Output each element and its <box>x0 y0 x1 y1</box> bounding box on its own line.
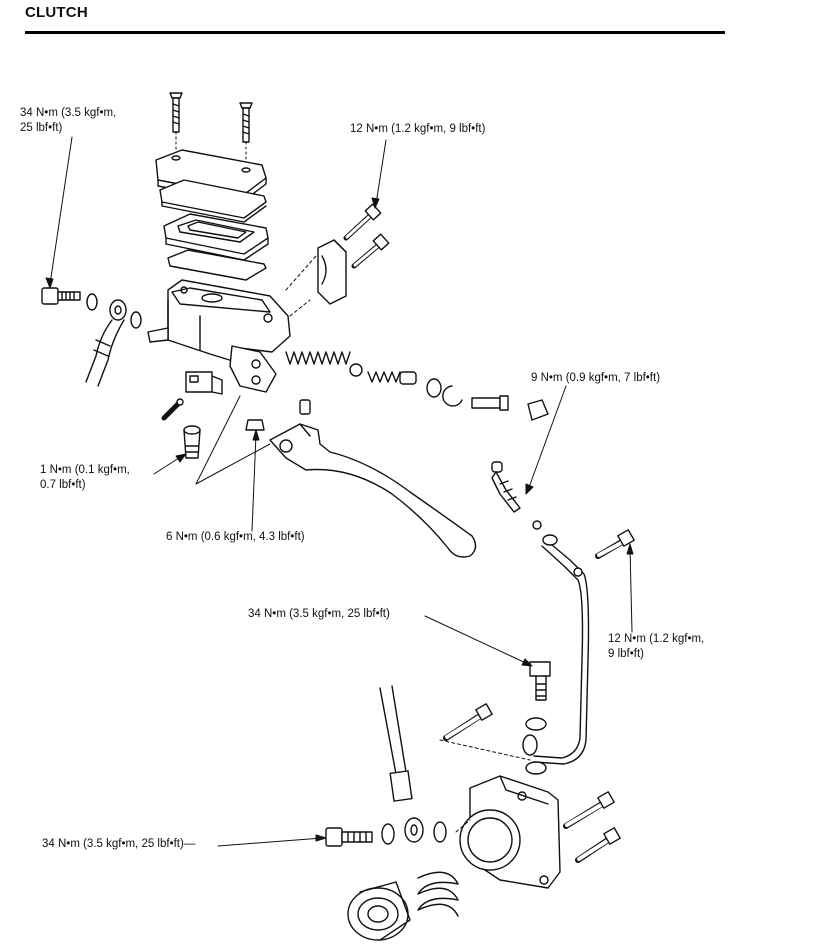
torque-label-bleed-valve: 9 N•m (0.9 kgf•m, 7 lbf•ft) <box>531 372 661 384</box>
piston-cup <box>349 363 363 377</box>
sealing-washer <box>525 761 547 775</box>
slave-mount-bolt <box>575 827 621 863</box>
sealing-washer <box>525 717 547 731</box>
handlebar-holder <box>317 239 347 305</box>
bleed-valve <box>491 461 521 513</box>
clutch-pipe <box>522 534 590 765</box>
torque-label-banjo-upper: 34 N•m (3.5 kgf•m, 25 lbf•ft) <box>20 106 116 136</box>
diaphragm-plate <box>159 179 267 223</box>
lever-pivot-bolt <box>183 425 201 459</box>
torque-label-pivot-nut: 6 N•m (0.6 kgf•m, 4.3 lbf•ft) <box>166 531 305 543</box>
snap-ring <box>442 385 463 407</box>
cover-screw <box>169 92 183 133</box>
page-title: CLUTCH <box>25 4 88 21</box>
sealing-washer <box>130 311 142 329</box>
torque-label-banjo-lower: 34 N•m (3.5 kgf•m, 25 lbf•ft)— <box>42 838 196 850</box>
slave-cylinder <box>459 775 561 889</box>
pipe-bolt <box>595 529 635 559</box>
slave-piston <box>347 881 411 941</box>
master-cylinder <box>147 279 291 393</box>
lever-pivot-nut <box>245 419 265 431</box>
torque-label-line: 9 lbf•ft) <box>608 648 644 660</box>
sealing-washer <box>381 823 395 845</box>
push-rod <box>471 395 509 411</box>
valve-washer <box>532 520 542 530</box>
switch-screw <box>161 398 184 421</box>
torque-label-line: 0.7 lbf•ft) <box>40 479 86 491</box>
slave-spring <box>417 871 459 917</box>
clutch-lever <box>269 423 477 558</box>
sealing-washer <box>433 821 447 843</box>
slave-mount-bolt <box>443 703 493 741</box>
torque-label-pivot-bolt: 1 N•m (0.1 kgf•m, 0.7 lbf•ft) <box>40 463 130 493</box>
dust-boot <box>527 399 549 421</box>
gasket <box>167 249 267 281</box>
torque-label-line: 12 N•m (1.2 kgf•m, <box>608 633 705 645</box>
torque-label-line: 1 N•m (0.1 kgf•m, <box>40 464 130 476</box>
banjo-bolt-slave <box>529 661 551 701</box>
cover-screw <box>239 102 253 143</box>
return-spring <box>285 351 351 365</box>
torque-label-banjo-slave: 34 N•m (3.5 kgf•m, 25 lbf•ft) <box>248 608 390 620</box>
leader-lines <box>45 136 634 847</box>
piston-washer <box>426 378 442 398</box>
brake-hose-upper <box>85 299 127 387</box>
brake-hose-lower <box>379 685 424 843</box>
header-rule <box>25 31 725 34</box>
diaphragm <box>163 213 269 261</box>
slave-mount-bolt <box>563 791 615 829</box>
banjo-bolt-upper <box>41 287 81 305</box>
torque-label-line: 34 N•m (3.5 kgf•m, <box>20 107 117 119</box>
clutch-switch <box>185 371 223 395</box>
torque-label-line: 25 lbf•ft) <box>20 122 63 134</box>
sealing-washer <box>86 293 98 311</box>
banjo-bolt-lower <box>325 827 373 847</box>
holder-bolt <box>343 203 382 241</box>
lever-pivot-collar <box>299 399 311 415</box>
holder-bolt <box>351 233 390 269</box>
torque-label-holder-bolt: 12 N•m (1.2 kgf•m, 9 lbf•ft) <box>350 123 486 135</box>
piston <box>367 371 417 385</box>
torque-label-pipe-bolt: 12 N•m (1.2 kgf•m, 9 lbf•ft) <box>608 632 704 662</box>
